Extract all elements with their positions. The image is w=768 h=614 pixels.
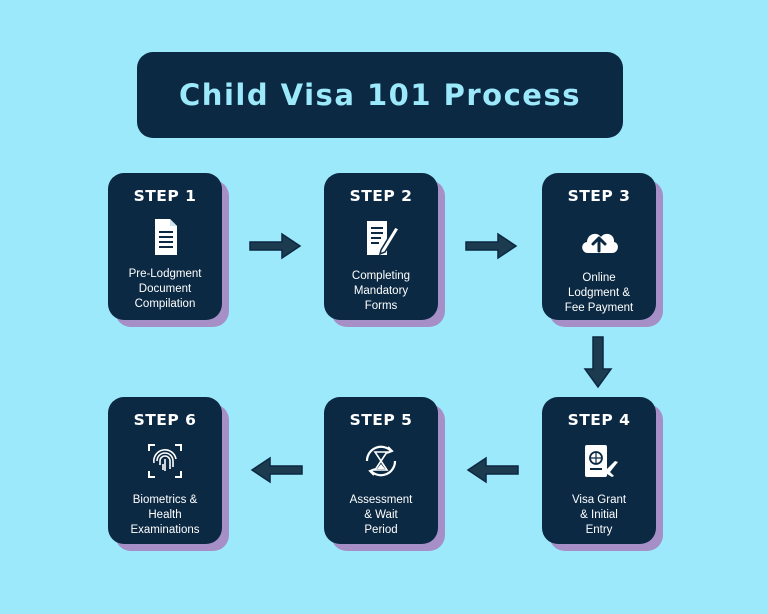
form-pencil-icon bbox=[359, 217, 403, 257]
document-icon bbox=[143, 217, 187, 257]
cloud-upload-icon bbox=[577, 221, 621, 261]
step-label: STEP 5 bbox=[349, 411, 413, 429]
step-label: STEP 6 bbox=[133, 411, 197, 429]
step-description: Visa Grant & Initial Entry bbox=[571, 494, 627, 536]
page-title: Child Visa 101 Process bbox=[179, 78, 581, 112]
title-banner: Child Visa 101 Process bbox=[137, 52, 623, 138]
step-description: Completing Mandatory Forms bbox=[351, 270, 411, 312]
hourglass-cycle-icon bbox=[359, 441, 403, 481]
step-description: Biometrics & Health Examinations bbox=[130, 494, 200, 536]
step-description: Pre-Lodgment Document Compilation bbox=[128, 268, 202, 310]
step-card-4: STEP 4 Visa Grant & Initial Entry bbox=[542, 397, 656, 544]
step-card-5: STEP 5 Assessment & Wait Period bbox=[324, 397, 438, 544]
arrow-left-icon bbox=[466, 456, 519, 484]
arrow-right-icon bbox=[465, 232, 518, 260]
step-card-2: STEP 2 Completing Mandatory Forms bbox=[324, 173, 438, 320]
arrow-left-icon bbox=[250, 456, 303, 484]
fingerprint-scan-icon bbox=[143, 441, 187, 481]
step-label: STEP 3 bbox=[567, 187, 631, 205]
step-label: STEP 1 bbox=[133, 187, 197, 205]
step-card-3: STEP 3 Online Lodgment & Fee Payment bbox=[542, 173, 656, 320]
step-description: Assessment & Wait Period bbox=[349, 494, 413, 536]
arrow-right-icon bbox=[249, 232, 302, 260]
arrow-down-icon bbox=[583, 336, 613, 389]
step-card-1: STEP 1 Pre-Lodgment Document Compilation bbox=[108, 173, 222, 320]
step-label: STEP 2 bbox=[349, 187, 413, 205]
step-description: Online Lodgment & Fee Payment bbox=[564, 272, 634, 314]
step-label: STEP 4 bbox=[567, 411, 631, 429]
step-card-6: STEP 6 Biometrics & Health Examinations bbox=[108, 397, 222, 544]
passport-plane-icon bbox=[577, 441, 621, 481]
